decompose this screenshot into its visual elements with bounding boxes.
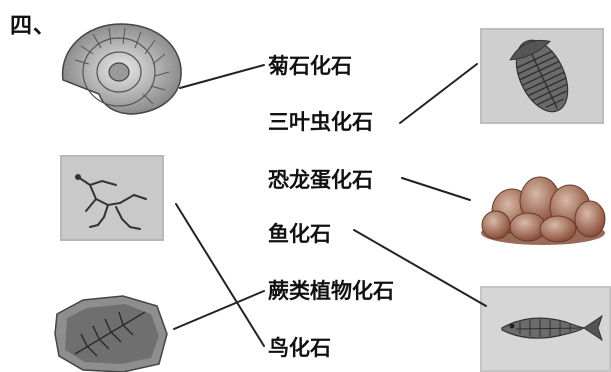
question-number: 四、 (10, 14, 57, 39)
fish-fossil-image (480, 286, 611, 372)
label-fish-fossil: 鱼化石 (268, 222, 331, 246)
fern-fossil-image (54, 295, 168, 372)
line-fern (173, 290, 265, 330)
label-ammonite-fossil: 菊石化石 (268, 54, 352, 78)
ammonite-fossil-image (61, 23, 182, 115)
line-bird (175, 203, 265, 347)
bird-fossil-image (60, 155, 164, 241)
line-trilobite (399, 63, 478, 124)
trilobite-fossil-image (480, 28, 604, 124)
line-ammonite (179, 64, 265, 89)
label-bird-fossil: 鸟化石 (268, 336, 331, 360)
dinosaur-egg-fossil-image (481, 176, 606, 245)
label-trilobite-fossil: 三叶虫化石 (268, 110, 373, 134)
line-dinosaur-eggs (401, 177, 471, 201)
label-dinosaur-egg-fossil: 恐龙蛋化石 (268, 168, 373, 192)
label-fern-fossil: 蕨类植物化石 (268, 279, 394, 303)
